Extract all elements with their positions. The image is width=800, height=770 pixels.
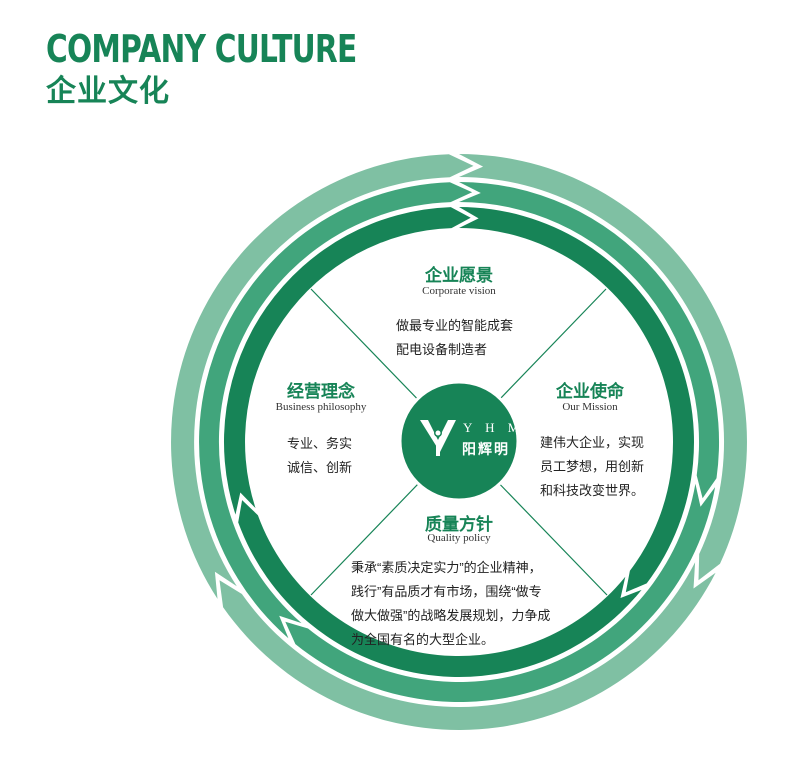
inner-arrow-segment-1 bbox=[459, 207, 695, 593]
quality-line: 秉承“素质决定实力”的企业精神， bbox=[351, 560, 542, 575]
outer-arrow-ring bbox=[171, 154, 747, 730]
mission-line: 建伟大企业，实现 bbox=[540, 435, 645, 450]
inner-arrow-segment-2 bbox=[238, 500, 642, 677]
page-title-cn: 企业文化 bbox=[46, 74, 170, 109]
vision-line: 做最专业的智能成套 bbox=[396, 318, 514, 333]
philosophy-title: 经营理念 bbox=[287, 382, 355, 401]
quality-title: 质量方针 bbox=[425, 515, 493, 534]
mission-line: 和科技改变世界。 bbox=[540, 483, 645, 498]
middle-arrow-segment-3 bbox=[199, 182, 473, 639]
vision-title: 企业愿景 bbox=[425, 266, 493, 285]
quality-line: 为全国有名的大型企业。 bbox=[351, 632, 495, 647]
philosophy-line: 诚信、创新 bbox=[287, 460, 353, 475]
mission-text: 建伟大企业，实现 员工梦想，用创新 和科技改变世界。 bbox=[540, 431, 644, 503]
outer-arrow-segment-1 bbox=[459, 154, 747, 581]
vision-line: 配电设备制造者 bbox=[396, 342, 488, 357]
quality-subtitle: Quality policy bbox=[427, 532, 491, 544]
quality-text: 秉承“素质决定实力”的企业精神， 践行”有品质才有市场，围绕“做专 做大做强”的… bbox=[351, 556, 550, 652]
philosophy-text: 专业、务实 诚信、创新 bbox=[287, 432, 352, 480]
quality-line: 做大做强”的战略发展规划，力争成 bbox=[351, 608, 551, 623]
outer-arrow-segment-2 bbox=[219, 562, 716, 730]
quality-line: 践行”有品质才有市场，围绕“做专 bbox=[351, 584, 542, 599]
page-header: COMPANY CULTURE 企业文化 bbox=[46, 26, 444, 110]
vision-text: 做最专业的智能成套 配电设备制造者 bbox=[396, 314, 513, 362]
logo-emblem-icon bbox=[420, 420, 456, 456]
mission-line: 员工梦想，用创新 bbox=[540, 459, 645, 474]
logo-name: 阳辉明 bbox=[462, 441, 510, 457]
vision-subtitle: Corporate vision bbox=[422, 285, 496, 297]
page-title-en: COMPANY CULTURE bbox=[46, 27, 357, 71]
inner-arrow-segment-3 bbox=[223, 207, 471, 515]
inner-arrow-ring bbox=[223, 207, 695, 677]
philosophy-line: 专业、务实 bbox=[287, 436, 353, 451]
center-logo-disc bbox=[398, 380, 520, 502]
middle-arrow-ring bbox=[199, 182, 720, 703]
middle-arrow-segment-2 bbox=[285, 483, 716, 703]
outer-arrow-segment-3 bbox=[171, 154, 474, 599]
mission-title: 企业使命 bbox=[556, 382, 624, 401]
mission-subtitle: Our Mission bbox=[562, 401, 618, 413]
logo-letters: Y H M bbox=[463, 420, 525, 435]
philosophy-subtitle: Business philosophy bbox=[275, 401, 367, 413]
